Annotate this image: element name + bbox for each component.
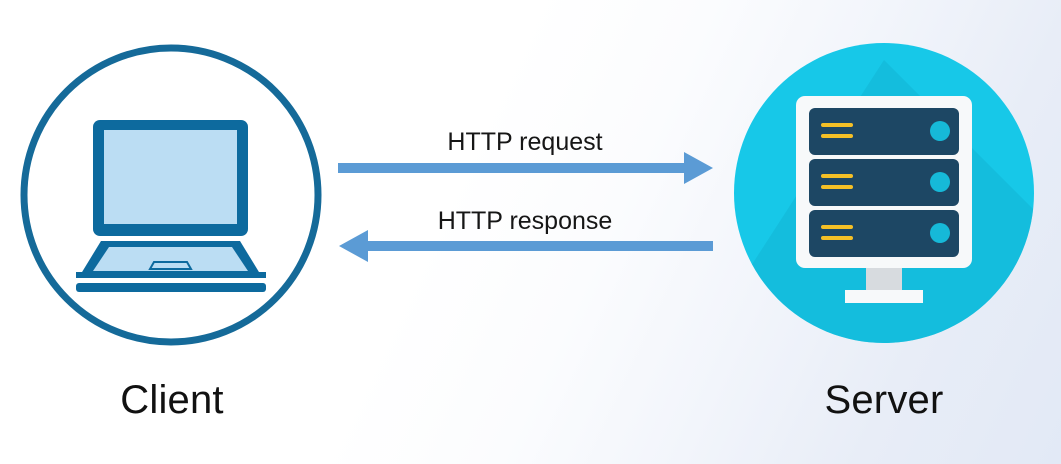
- http-response-arrow: [339, 230, 713, 262]
- server-stand-base: [845, 290, 923, 303]
- server-label: Server: [824, 378, 944, 422]
- server-rack-unit-2: [809, 159, 959, 206]
- laptop-icon: [76, 120, 266, 292]
- http-response-label: HTTP response: [437, 207, 613, 235]
- server-stand-neck: [866, 268, 902, 292]
- server-rack-unit-1: [809, 108, 959, 155]
- http-request-arrow: [338, 152, 713, 184]
- server-rack-unit-3: [809, 210, 959, 257]
- client-circle-outline: [20, 44, 322, 346]
- client-label: Client: [120, 378, 224, 422]
- http-request-label: HTTP request: [447, 128, 603, 156]
- server-node[interactable]: [700, 43, 1060, 420]
- server-rack-icon: [796, 96, 972, 303]
- client-node[interactable]: [20, 44, 322, 346]
